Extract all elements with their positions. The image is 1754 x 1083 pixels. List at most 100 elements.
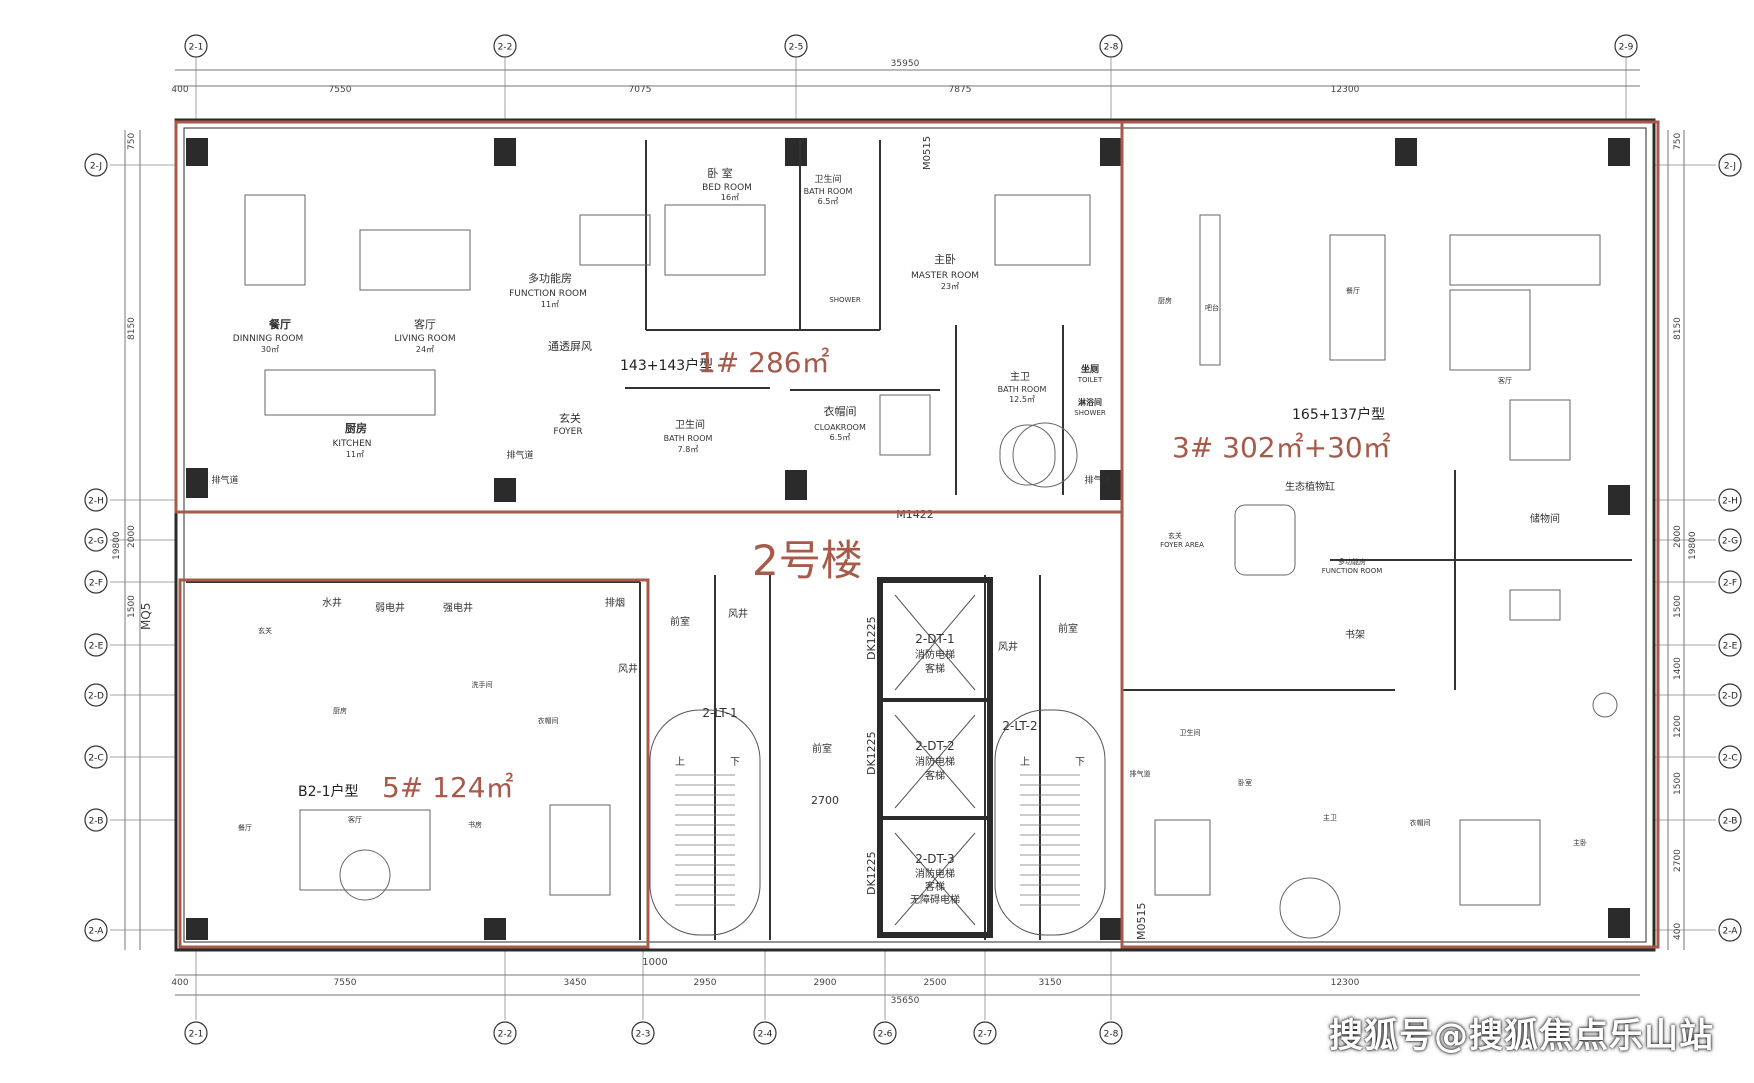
master-area: 23㎡ bbox=[941, 282, 959, 291]
dim-total-bottom: 35650 bbox=[891, 996, 920, 1006]
mbath-cn: 主卫 bbox=[1010, 371, 1030, 383]
top-dimension-text: 35950 400 7550 7075 7875 12300 bbox=[171, 59, 1359, 95]
dim-bottom-2: 3450 bbox=[564, 978, 587, 988]
dim-total-top: 35950 bbox=[891, 59, 920, 69]
dim-bottom-extra: 1000 bbox=[642, 957, 667, 968]
wind-shaft-1: 风井 bbox=[728, 607, 748, 620]
grid-bubble-bottom-0: 2-1 bbox=[184, 1021, 208, 1045]
stairs bbox=[649, 709, 1106, 936]
foyer-en: FOYER bbox=[553, 427, 582, 437]
u3-bath: 卫生间 bbox=[1180, 728, 1201, 737]
u5-closet: 衣帽间 bbox=[538, 716, 559, 725]
grid-bubble-right-8: 2-A bbox=[1718, 918, 1742, 942]
u3-master: 主卧 bbox=[1573, 838, 1587, 847]
pipe-2: 排气道 bbox=[506, 449, 533, 461]
bath2-area: 7.8㎡ bbox=[678, 445, 699, 454]
unit5-label: 5# 124㎡ bbox=[382, 771, 514, 804]
dim-top-4: 12300 bbox=[1331, 85, 1360, 95]
foyer-cn: 玄关 bbox=[559, 411, 581, 425]
svg-text:2-D: 2-D bbox=[1722, 692, 1738, 702]
svg-text:2-1: 2-1 bbox=[189, 43, 204, 53]
svg-text:2-F: 2-F bbox=[89, 579, 103, 589]
function-en: FUNCTION ROOM bbox=[509, 289, 587, 299]
dim-right-8: 400 bbox=[1673, 923, 1683, 940]
u3-function-en: FUNCTION ROOM bbox=[1322, 567, 1383, 575]
u3-foyer: 玄关 bbox=[1168, 531, 1182, 540]
columns bbox=[186, 138, 1630, 940]
shower-label: SHOWER bbox=[829, 296, 861, 304]
u3-kitchen: 厨房 bbox=[1158, 296, 1172, 305]
grid-bubble-bottom-4: 2-6 bbox=[873, 1021, 897, 1045]
svg-text:2-4: 2-4 bbox=[758, 1030, 773, 1040]
grid-bubble-right-0: 2-J bbox=[1718, 153, 1742, 177]
lift3-fire: 消防电梯 bbox=[915, 867, 955, 880]
dim-bottom-5: 2500 bbox=[924, 978, 947, 988]
stair1-down: 下 bbox=[730, 757, 740, 768]
svg-text:2-3: 2-3 bbox=[636, 1030, 651, 1040]
lift3-guest: 客梯 bbox=[925, 880, 945, 893]
function-cn: 多功能房 bbox=[528, 271, 572, 285]
grid-bubble-left-0: 2-J bbox=[84, 153, 108, 177]
bottom-dimension-text: 400 7550 3450 2950 2900 2500 3150 12300 … bbox=[171, 957, 1359, 1006]
outer-walls bbox=[174, 118, 1656, 952]
cloak-en: CLOAKROOM bbox=[814, 423, 866, 432]
furniture bbox=[244, 194, 1618, 939]
grid-bubble-top-0: 2-1 bbox=[184, 34, 208, 58]
dim-left-3: 1500 bbox=[127, 595, 137, 618]
screen-label: 通透屏风 bbox=[548, 340, 592, 353]
bath2-en: BATH ROOM bbox=[664, 434, 713, 443]
kitchen-en: KITCHEN bbox=[333, 439, 372, 449]
u3-bed: 卧室 bbox=[1238, 778, 1252, 787]
bath-cn: 卫生间 bbox=[814, 173, 841, 185]
unit-outlines bbox=[174, 120, 1660, 949]
svg-text:2-5: 2-5 bbox=[789, 43, 804, 53]
dim-right-7: 2700 bbox=[1673, 849, 1683, 872]
wind-shaft-3: 风井 bbox=[618, 662, 638, 675]
shaft-water: 水井 bbox=[322, 596, 342, 609]
wind-shaft-2: 风井 bbox=[998, 640, 1018, 653]
dk-1: DK1225 bbox=[865, 616, 878, 660]
lift3-barrier: 无障碍电梯 bbox=[910, 893, 960, 906]
unit3-type: 165+137户型 bbox=[1292, 406, 1385, 423]
svg-text:2-8: 2-8 bbox=[1104, 43, 1119, 53]
grid-bubble-bottom-5: 2-7 bbox=[973, 1021, 997, 1045]
cloak-cn: 衣帽间 bbox=[824, 404, 857, 418]
shaft-weak: 弱电井 bbox=[375, 601, 405, 614]
svg-text:2-G: 2-G bbox=[88, 537, 104, 547]
bed-cn: 卧 室 bbox=[707, 166, 733, 180]
grid-bubble-right-1: 2-H bbox=[1718, 488, 1742, 512]
u3-walkin: 衣帽间 bbox=[1410, 818, 1431, 827]
grid-axis-top: 2-1 2-2 2-5 2-8 2-9 bbox=[184, 34, 1638, 120]
dim-top-2: 7075 bbox=[629, 85, 652, 95]
lift2-guest: 客梯 bbox=[925, 769, 945, 782]
dk-3: DK1225 bbox=[865, 851, 878, 895]
grid-bubble-top-1: 2-2 bbox=[493, 34, 517, 58]
elevator-core bbox=[877, 577, 993, 938]
mbath-area: 12.5㎡ bbox=[1009, 395, 1035, 404]
svg-text:2-7: 2-7 bbox=[978, 1030, 993, 1040]
dim-right-2: 2000 bbox=[1673, 525, 1683, 548]
svg-text:2-6: 2-6 bbox=[878, 1030, 893, 1040]
unit1-room-labels: 餐厅 DINNING ROOM 30㎡ 客厅 LIVING ROOM 24㎡ 多… bbox=[211, 166, 1111, 521]
bed-area: 16㎡ bbox=[721, 193, 739, 202]
u5-library: 书房 bbox=[468, 820, 482, 829]
watermark: 搜狐号@搜狐焦点乐山站 bbox=[1329, 1016, 1714, 1056]
dim-bottom-0: 400 bbox=[171, 978, 188, 988]
dim-left-total: 19800 bbox=[112, 531, 122, 560]
u3-dining: 餐厅 bbox=[1346, 286, 1360, 295]
dining-cn: 餐厅 bbox=[268, 317, 291, 331]
eco-tank: 生态植物缸 bbox=[1285, 480, 1335, 493]
grid-bubble-bottom-3: 2-4 bbox=[753, 1021, 777, 1045]
living-cn: 客厅 bbox=[414, 317, 436, 331]
grid-bubble-left-4: 2-E bbox=[84, 633, 108, 657]
u3-bar: 吧台 bbox=[1205, 303, 1219, 312]
bath2-cn: 卫生间 bbox=[675, 418, 705, 431]
svg-text:2-H: 2-H bbox=[1722, 497, 1738, 507]
u5-foyer: 玄关 bbox=[258, 626, 272, 635]
kitchen-cn: 厨房 bbox=[345, 421, 367, 435]
svg-text:2-C: 2-C bbox=[1722, 754, 1737, 764]
svg-text:2-H: 2-H bbox=[88, 497, 104, 507]
grid-bubble-right-5: 2-D bbox=[1718, 683, 1742, 707]
svg-text:2-9: 2-9 bbox=[1619, 43, 1634, 53]
